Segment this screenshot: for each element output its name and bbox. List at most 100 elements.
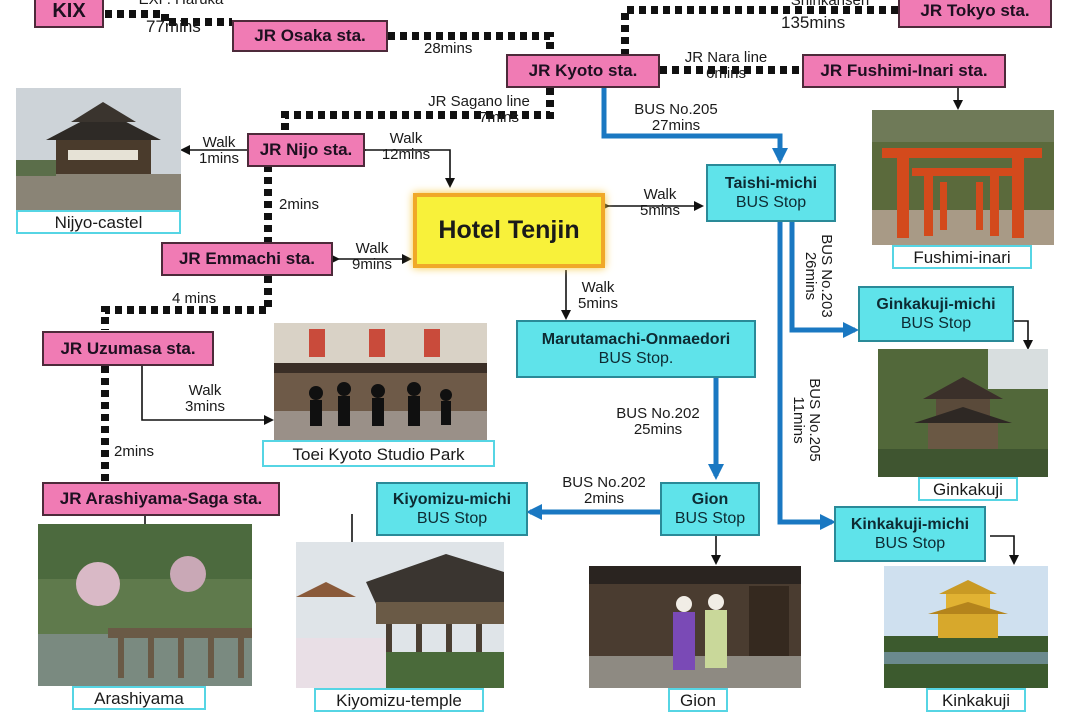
bus-stop-name: Gion [691, 491, 729, 508]
route-line: EXP. Haruka [116, 0, 246, 8]
label-osaka-kyoto-time: 28mins [424, 40, 473, 57]
label-kix-osaka-time: 77mins [146, 17, 201, 36]
nijo-castle-photo [16, 88, 181, 210]
label-emmachi-hotel-walk: Walk 9mins [344, 241, 400, 273]
arashiyama-photo [38, 524, 252, 686]
route-mode: Walk [389, 130, 423, 147]
kinkakuji-photo [884, 566, 1048, 688]
route-mode: Walk [581, 279, 615, 296]
station-jr-fushimi-inari[interactable]: JR Fushimi-Inari sta. [802, 54, 1006, 88]
route-time: 27mins [651, 117, 701, 134]
rail-kix-osaka [105, 10, 232, 26]
station-jr-arashiyama-saga[interactable]: JR Arashiyama-Saga sta. [42, 482, 280, 516]
ginkakuji-photo [878, 349, 1048, 477]
hotel-tenjin[interactable]: Hotel Tenjin [413, 193, 605, 268]
bus-stop-taishi-michi[interactable]: Taishi-michi BUS Stop [706, 164, 836, 222]
walk-nijo-hotel [357, 145, 455, 188]
route-time: 7mins [478, 109, 519, 126]
bus-stop-sub: BUS Stop [416, 510, 488, 527]
station-jr-nijo[interactable]: JR Nijo sta. [247, 133, 365, 167]
route-time: 2mins [583, 490, 624, 507]
gion-photo [589, 566, 801, 688]
toei-studio-caption: Toei Kyoto Studio Park [262, 440, 495, 467]
bus-stop-name: Ginkakuji-michi [876, 296, 996, 313]
bus-stop-name: Marutamachi-Onmaedori [541, 331, 731, 348]
route-time: 3mins [184, 398, 225, 415]
bus-stop-ginkakuji-michi[interactable]: Ginkakuji-michi BUS Stop [858, 286, 1014, 342]
label-kyoto-nijo: JR Sagano line 7mins [413, 94, 545, 126]
route-time: 26mins [802, 251, 819, 301]
label-gion-kiyomizu-bus: BUS No.202 2mins [552, 475, 656, 507]
kiyomizu-caption: Kiyomizu-temple [314, 688, 484, 712]
route-time: 11mins [790, 396, 807, 444]
label-hotel-taishi-walk: Walk 5mins [632, 187, 688, 219]
route-time: 25mins [633, 421, 683, 438]
route-time: 9mins [351, 256, 392, 273]
ginkakuji-caption: Ginkakuji [918, 477, 1018, 501]
walk-uzumasa-studio [141, 366, 274, 425]
gion-caption: Gion [668, 688, 728, 712]
route-line: JR Sagano line [428, 93, 530, 110]
rail-emmachi-uzumasa [101, 276, 272, 330]
route-line: BUS No.202 [562, 474, 646, 491]
rail-osaka-kyoto [388, 32, 554, 55]
label-nijo-emmachi-time: 2mins [279, 196, 320, 213]
route-line: BUS No.202 [616, 405, 700, 422]
route-line: Shinkansen [790, 0, 870, 9]
label-hotel-marutamachi-walk: Walk 5mins [572, 280, 624, 312]
bus-stop-sub: BUS Stop [735, 194, 807, 211]
route-time: 5mins [577, 295, 618, 312]
station-jr-tokyo[interactable]: JR Tokyo sta. [898, 0, 1052, 28]
toei-studio-photo [274, 323, 487, 440]
rail-kyoto-nijo [281, 88, 554, 132]
label-kyoto-taishi-bus: BUS No.205 27mins [622, 102, 730, 134]
label-kyoto-fushimi: JR Nara line 6mins [676, 50, 776, 82]
label-tokyo-kyoto: Shinkansen [760, 0, 900, 9]
bus-stop-sub: BUS Stop. [598, 350, 674, 367]
label-nijo-castle-walk: Walk 1mins [192, 135, 246, 167]
label-nijo-hotel-walk: Walk 12mins [373, 131, 439, 163]
bus-stop-kiyomizu-michi[interactable]: Kiyomizu-michi BUS Stop [376, 482, 528, 536]
route-line: BUS No.203 [818, 234, 835, 318]
walk-ginkakuji-photo [1014, 320, 1033, 350]
label-kix-osaka: EXP. Haruka [116, 0, 246, 8]
label-uzumasa-arashiyama-time: 2mins [114, 443, 155, 460]
bus-203-taishi-ginkakuji [789, 222, 859, 338]
fushimi-inari-caption: Fushimi-inari [892, 245, 1032, 269]
route-mode: Walk [188, 382, 222, 399]
station-jr-uzumasa[interactable]: JR Uzumasa sta. [42, 331, 214, 366]
station-jr-emmachi[interactable]: JR Emmachi sta. [161, 242, 333, 276]
station-kix[interactable]: KIX [34, 0, 104, 28]
nijyo-castel-caption: Nijyo-castel [16, 210, 181, 234]
bus-stop-name: Kinkakuji-michi [850, 516, 970, 533]
route-mode: Walk [202, 134, 236, 151]
label-taishi-ginkakuji-bus: BUS No.203 26mins [802, 224, 835, 328]
label-emmachi-uzumasa-time: 4 mins [172, 290, 217, 307]
station-jr-kyoto[interactable]: JR Kyoto sta. [506, 54, 660, 88]
route-time: 6mins [705, 65, 746, 82]
route-mode: Walk [643, 186, 677, 203]
route-mode: Walk [355, 240, 389, 257]
bus-stop-name: Taishi-michi [724, 175, 818, 192]
route-time: 1mins [198, 150, 239, 167]
station-jr-osaka[interactable]: JR Osaka sta. [232, 20, 388, 52]
kinkakuji-caption: Kinkakuji [926, 688, 1026, 712]
fushimi-inari-photo [872, 110, 1054, 245]
label-marutamachi-gion-bus: BUS No.202 25mins [606, 406, 710, 438]
route-line: BUS No.205 [806, 378, 823, 462]
route-time: 5mins [639, 202, 680, 219]
bus-stop-sub: BUS Stop [874, 535, 946, 552]
bus-stop-marutamachi-onmaedori[interactable]: Marutamachi-Onmaedori BUS Stop. [516, 320, 756, 378]
bus-stop-gion[interactable]: Gion BUS Stop [660, 482, 760, 536]
rail-tokyo-kyoto [621, 6, 898, 55]
route-line: JR Nara line [684, 49, 768, 66]
bus-stop-sub: BUS Stop [674, 510, 746, 527]
route-time: 12mins [381, 146, 431, 163]
route-line: BUS No.205 [634, 101, 718, 118]
bus-stop-kinkakuji-michi[interactable]: Kinkakuji-michi BUS Stop [834, 506, 986, 562]
arashiyama-caption: Arashiyama [72, 686, 206, 710]
label-taishi-kinkakuji-bus: BUS No.205 11mins [790, 368, 823, 472]
walk-kinkakuji-photo [990, 535, 1019, 565]
label-uzumasa-studio-walk: Walk 3mins [178, 383, 232, 415]
